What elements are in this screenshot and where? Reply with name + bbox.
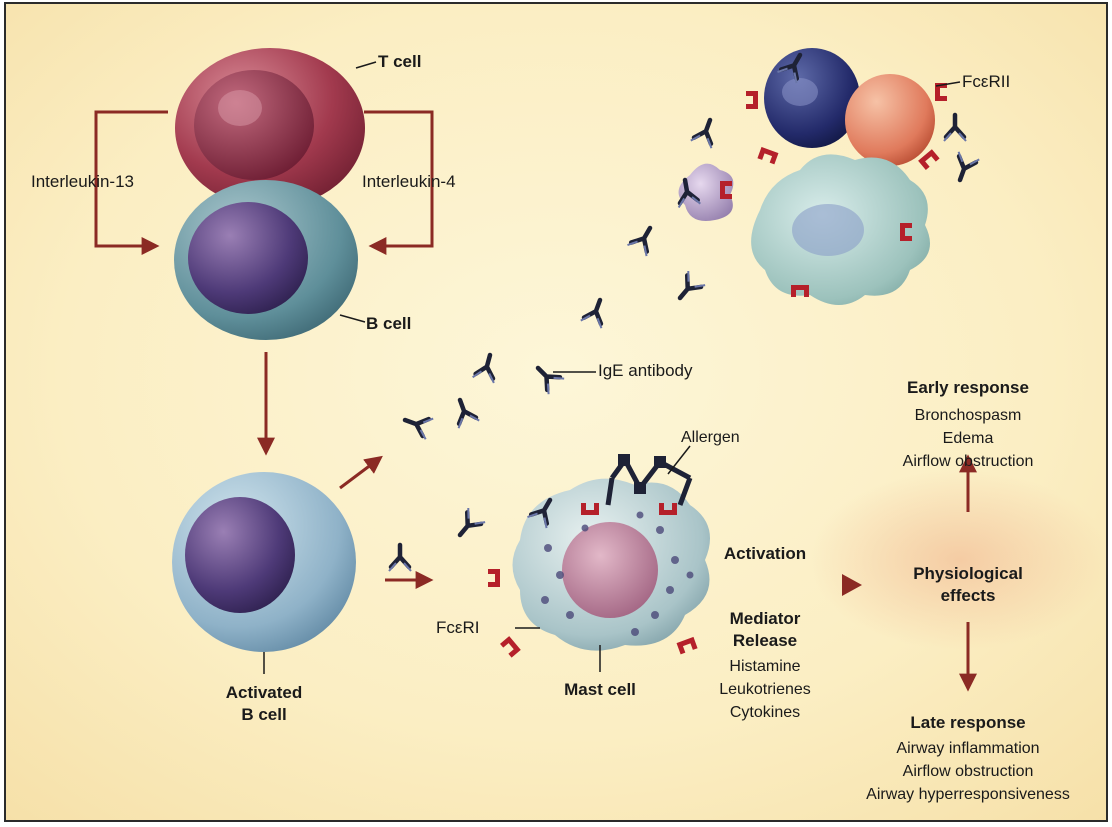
activated-b-cell-label-line2: B cell: [194, 704, 334, 726]
late-response-title: Late response: [858, 713, 1078, 733]
mast-cell-label: Mast cell: [530, 680, 670, 700]
early-response-item: Airflow obstruction: [868, 450, 1068, 473]
early-response-item: Bronchospasm: [868, 404, 1068, 427]
physiological-effects-line2: effects: [878, 585, 1058, 607]
dark-cell-illustration: [764, 48, 860, 148]
late-response-item: Airway hyperresponsiveness: [838, 783, 1098, 806]
activated-b-cell-label: Activated B cell: [194, 682, 334, 726]
mediator-release-line2: Release: [700, 630, 830, 652]
interleukin-13-label: Interleukin-13: [31, 172, 134, 192]
b-cell-illustration: [174, 180, 358, 340]
orange-cell-illustration: [845, 74, 935, 166]
activation-label: Activation: [700, 544, 830, 564]
early-response-list: Bronchospasm Edema Airflow obstruction: [868, 404, 1068, 473]
allergen-label: Allergen: [681, 428, 740, 448]
fce-ri-label: FcεRI: [436, 618, 479, 638]
mediator-item: Leukotrienes: [700, 678, 830, 701]
mediator-release-label: Mediator Release: [700, 608, 830, 652]
mediator-list: Histamine Leukotrienes Cytokines: [700, 655, 830, 724]
mediator-release-line1: Mediator: [700, 608, 830, 630]
physiological-effects-label: Physiological effects: [878, 563, 1058, 607]
late-response-item: Airway inflammation: [838, 737, 1098, 760]
late-response-list: Airway inflammation Airflow obstruction …: [838, 737, 1098, 806]
mediator-item: Cytokines: [700, 701, 830, 724]
activated-b-cell-illustration: [172, 472, 356, 652]
early-response-item: Edema: [868, 427, 1068, 450]
fce-rii-label: FcεRII: [962, 72, 1010, 92]
late-response-item: Airflow obstruction: [838, 760, 1098, 783]
b-cell-label: B cell: [366, 314, 411, 334]
physiological-effects-line1: Physiological: [878, 563, 1058, 585]
ige-antibody-label: IgE antibody: [598, 361, 693, 381]
early-response-title: Early response: [868, 378, 1068, 398]
t-cell-label: T cell: [378, 52, 421, 72]
mediator-item: Histamine: [700, 655, 830, 678]
interleukin-4-label: Interleukin-4: [362, 172, 456, 192]
activated-b-cell-label-line1: Activated: [194, 682, 334, 704]
